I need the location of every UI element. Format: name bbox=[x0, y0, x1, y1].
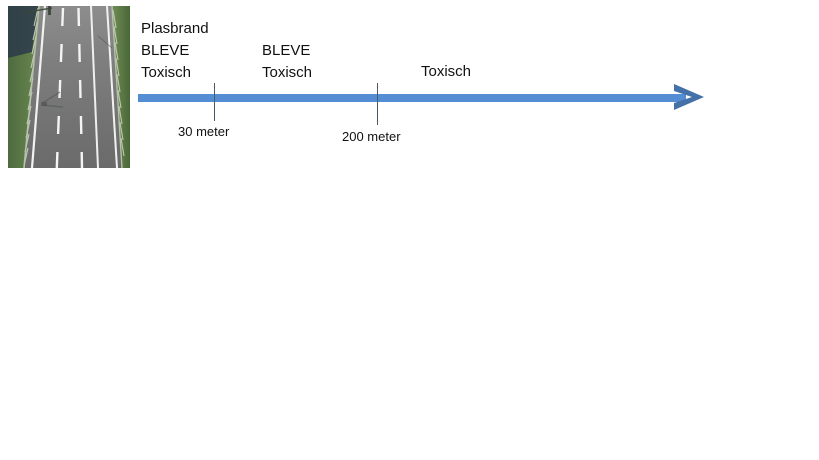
hazard-label-bleve: BLEVE bbox=[141, 42, 190, 59]
arrow-right-icon bbox=[672, 82, 706, 114]
tick-label-200-meter: 200 meter bbox=[342, 129, 401, 144]
tick-label-30-meter: 30 meter bbox=[178, 124, 230, 139]
hazard-label-toxisch: Toxisch bbox=[421, 63, 472, 80]
axis-bar bbox=[138, 94, 686, 102]
hazard-label-group-zone-200-plus: Toxisch bbox=[421, 61, 471, 83]
motorway-aerial-photo-graphic bbox=[8, 6, 130, 168]
tick-mark-30m bbox=[214, 83, 215, 121]
hazard-label-toxisch: Toxisch bbox=[262, 64, 313, 81]
tick-mark-200m bbox=[377, 83, 378, 125]
hazard-label-group-zone-0-30: Plasbrand BLEVE Toxisch bbox=[141, 18, 209, 84]
timeline-axis bbox=[138, 94, 686, 102]
motorway-aerial-photo bbox=[8, 6, 130, 168]
hazard-label-bleve: BLEVE bbox=[262, 42, 311, 59]
hazard-label-group-zone-30-200: BLEVE Toxisch bbox=[262, 40, 312, 84]
hazard-label-toxisch: Toxisch bbox=[141, 64, 192, 81]
hazard-label-plasbrand: Plasbrand bbox=[141, 20, 209, 37]
